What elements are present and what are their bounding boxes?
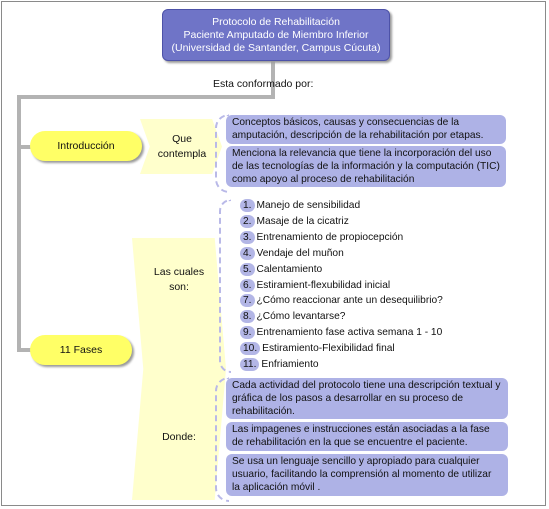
fases-phases-label: Las cuales son: [153,266,205,293]
phase-text: Vendaje del muñon [256,247,344,259]
connector-horizontal [17,95,275,99]
phase-text: Estiramient-flexubilidad inicial [256,279,391,291]
fases-chevron [132,238,226,500]
fases-donde-label: Donde: [162,431,196,443]
phase-text: Estiramiento-Flexibilidad final [262,343,395,355]
phase-item: 10.Estiramiento-Flexibilidad final [240,342,395,356]
title-line-3: (Universidad de Santander, Campus Cúcuta… [171,41,381,54]
phase-item: 7.¿Cómo reaccionar ante un desequilibrio… [240,294,443,308]
phase-item: 4.Vendaje del muñon [240,246,344,260]
connector-to-introduccion [17,145,37,149]
phase-text: Masaje de la cicatriz [256,215,349,227]
phase-text: ¿Cómo levantarse? [256,311,346,323]
phase-text: Entrenamiento fase activa semana 1 - 10 [256,327,443,339]
donde-item-3: Se usa un lenguaje sencillo y apropiado … [226,454,508,496]
connector-vertical-left [17,95,21,352]
conformado-label: Esta conformado por: [213,78,314,90]
phase-number: 11. [240,358,260,371]
phase-text: Enfriamiento [261,359,319,370]
title-box: Protocolo de Rehabilitación Paciente Amp… [162,9,390,61]
introduccion-node: Introducción [30,131,142,161]
donde-item-2: Las impagenes e instrucciones están asoc… [226,422,508,451]
title-line-1: Protocolo de Rehabilitación [212,15,340,28]
phase-number: 4. [240,246,255,260]
phase-text: Manejo de sensibilidad [256,200,361,211]
phase-item: 1.Manejo de sensibilidad [240,199,360,212]
phase-item: 9.Entrenamiento fase activa semana 1 - 1… [240,326,443,340]
connector-title-down [271,59,275,97]
introduccion-connector-label: Que contempla [157,133,207,160]
phase-number: 1. [240,199,255,212]
phase-number: 5. [240,262,255,276]
phase-number: 10. [240,342,261,356]
phase-text: Entrenamiento de propiocepción [256,231,404,243]
introduccion-chevron [140,119,222,174]
introduccion-item-1: Conceptos básicos, causas y consecuencia… [226,115,506,144]
fases-phases-bracket [219,199,231,373]
phase-text: Calentamiento [256,263,323,275]
phase-item: 5.Calentamiento [240,262,323,276]
phase-item: 6.Estiramient-flexubilidad inicial [240,278,391,292]
phase-number: 3. [240,230,255,244]
introduccion-item-2: Menciona la relevancia que tiene la inco… [226,146,506,187]
phase-item: 3.Entrenamiento de propiocepción [240,230,404,244]
phase-text: ¿Cómo reaccionar ante un desequilibrio? [256,295,443,307]
connector-to-fases [17,348,37,352]
donde-item-1: Cada actividad del protocolo tiene una d… [226,378,508,419]
phase-item: 2.Masaje de la cicatriz [240,214,349,228]
phase-number: 8. [240,310,255,324]
fases-node: 11 Fases [30,335,132,365]
phase-number: 9. [240,326,255,340]
phase-number: 7. [240,294,255,308]
title-line-2: Paciente Amputado de Miembro Inferior [183,28,369,41]
phase-number: 6. [240,278,255,292]
phase-item: 11.Enfriamiento [240,358,319,371]
phase-item: 8.¿Cómo levantarse? [240,310,346,324]
phase-number: 2. [240,214,255,228]
